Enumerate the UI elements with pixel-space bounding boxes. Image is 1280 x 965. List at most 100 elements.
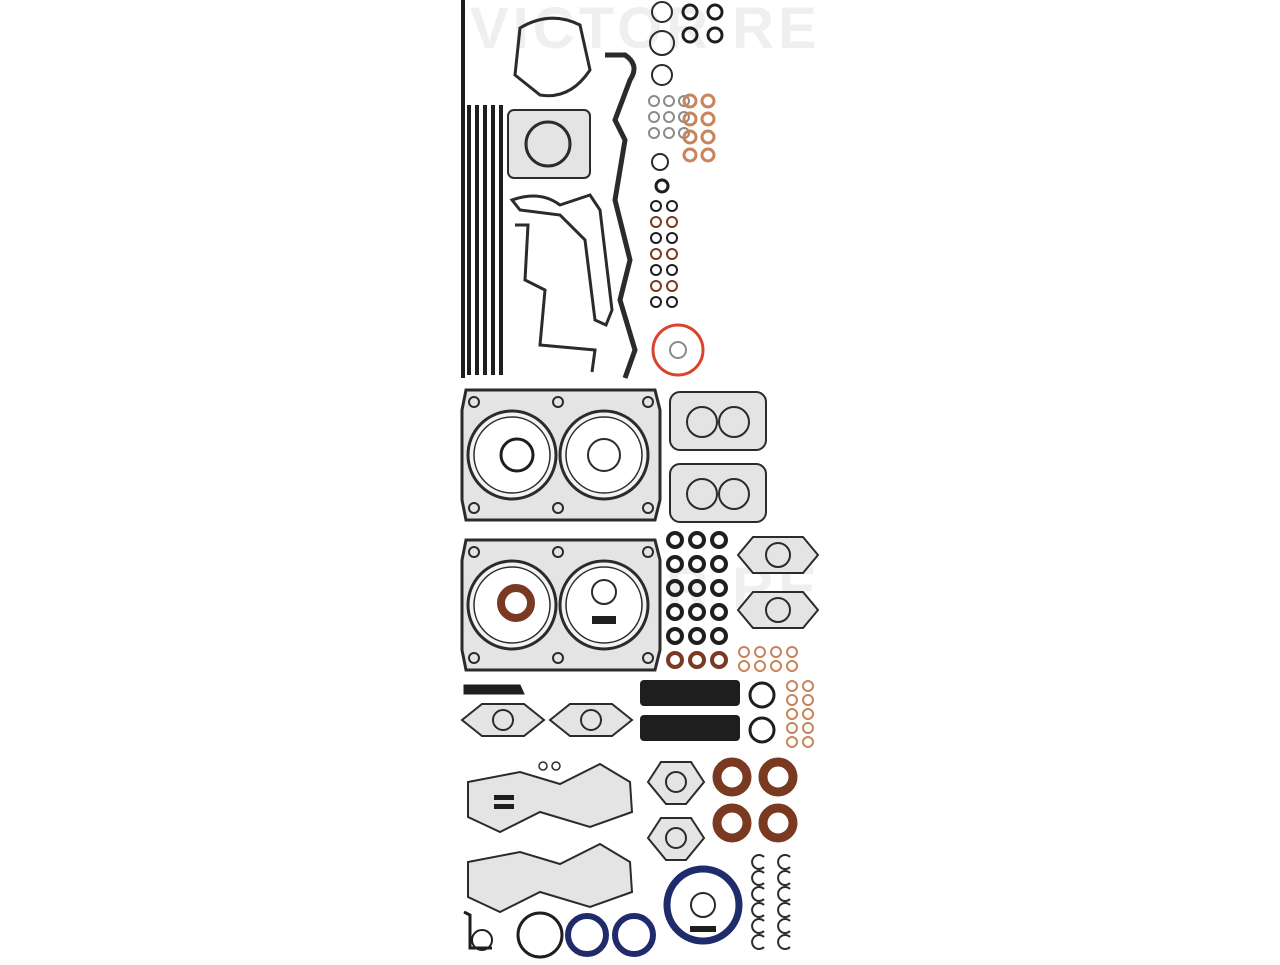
sealing-strips	[461, 0, 503, 378]
copper-washer	[786, 736, 798, 748]
small-ring	[538, 761, 548, 771]
o-ring	[681, 3, 699, 21]
port	[580, 709, 602, 731]
valve-stem-seal	[710, 651, 728, 669]
copper-washer	[802, 694, 814, 706]
valve-stem-seal	[666, 531, 684, 549]
cylinder-head-gaskets	[460, 388, 662, 672]
copper-washer	[738, 660, 750, 672]
o-ring	[748, 681, 776, 709]
o-ring	[651, 64, 673, 86]
copper-washer	[786, 646, 798, 658]
flange-gasket	[548, 703, 634, 737]
valve-stem-seal	[666, 627, 684, 645]
port	[665, 771, 687, 793]
small-seal	[666, 200, 678, 212]
port	[765, 542, 791, 568]
small-seal	[650, 296, 662, 308]
small-seal	[650, 232, 662, 244]
valve-stem-seal	[710, 531, 728, 549]
bolt-hole	[552, 396, 564, 408]
small-washer	[648, 111, 660, 123]
port	[686, 478, 718, 510]
copper-washer	[738, 646, 750, 658]
port	[492, 709, 514, 731]
valve-stem-seal	[688, 627, 706, 645]
copper-washer	[802, 722, 814, 734]
crank-cam-seal	[712, 803, 752, 843]
copper-washer	[786, 708, 798, 720]
o-ring	[587, 438, 621, 472]
small-seal	[650, 264, 662, 276]
lower-gasket-group	[460, 680, 814, 959]
port	[665, 827, 687, 849]
intake-manifold-gasket	[467, 842, 634, 914]
valve-stem-seal	[710, 603, 728, 621]
valve-stem-seal	[666, 603, 684, 621]
bolt-hole	[642, 396, 654, 408]
copper-washer	[770, 646, 782, 658]
inner-ring	[690, 892, 716, 918]
copper-washer	[682, 111, 698, 127]
valve-stem-seals	[666, 531, 798, 672]
bore-fire-ring	[473, 416, 551, 494]
small-washer	[648, 95, 660, 107]
snap-ring	[777, 870, 791, 886]
small-seal	[666, 232, 678, 244]
bolt-hole	[468, 396, 480, 408]
snap-ring	[751, 854, 765, 870]
valley-cover-gasket	[605, 52, 638, 379]
water-pump-gasket	[646, 761, 706, 805]
small-seal	[650, 200, 662, 212]
copper-washer	[682, 129, 698, 145]
crank-cam-seal	[712, 757, 752, 797]
small-washer	[663, 95, 675, 107]
copper-washer	[786, 680, 798, 692]
small-seal	[650, 248, 662, 260]
o-ring	[748, 716, 776, 744]
small-seal	[666, 264, 678, 276]
copper-washer	[802, 680, 814, 692]
valve-stem-seal	[688, 579, 706, 597]
intake-manifold-gasket	[467, 762, 634, 834]
watermark-top: VICTOR RE	[470, 0, 821, 61]
bolt-hole	[552, 652, 564, 664]
snap-ring	[777, 886, 791, 902]
small-ring	[551, 761, 561, 771]
front-oil-seal	[497, 584, 535, 622]
snap-ring	[751, 918, 765, 934]
flange-gasket	[460, 703, 546, 737]
timing-cover-gasket	[513, 16, 592, 98]
throttle-body-gasket	[507, 109, 591, 179]
o-ring	[654, 178, 670, 194]
port	[718, 478, 750, 510]
small-washer	[648, 127, 660, 139]
copper-washer	[786, 660, 798, 672]
bore-fire-ring	[565, 416, 643, 494]
clip	[494, 795, 514, 800]
valve-stem-seal	[688, 603, 706, 621]
hose-clip	[463, 910, 492, 950]
valve-stem-seal	[666, 555, 684, 573]
bolt-hole	[468, 652, 480, 664]
seal-clip	[690, 926, 716, 932]
copper-washer	[700, 129, 716, 145]
o-ring	[706, 3, 724, 21]
copper-washer	[700, 111, 716, 127]
snap-ring	[777, 934, 791, 950]
o-ring	[565, 913, 609, 957]
snap-ring	[751, 870, 765, 886]
copper-washer	[682, 93, 698, 109]
valve-stem-seal	[710, 627, 728, 645]
copper-washer	[770, 660, 782, 672]
port	[718, 406, 750, 438]
o-ring	[706, 26, 724, 44]
bolt-hole	[642, 502, 654, 514]
red-o-ring	[651, 323, 705, 377]
small-washer	[678, 95, 690, 107]
bolt-hole	[468, 546, 480, 558]
small-seal	[650, 280, 662, 292]
valve-stem-seal	[710, 579, 728, 597]
